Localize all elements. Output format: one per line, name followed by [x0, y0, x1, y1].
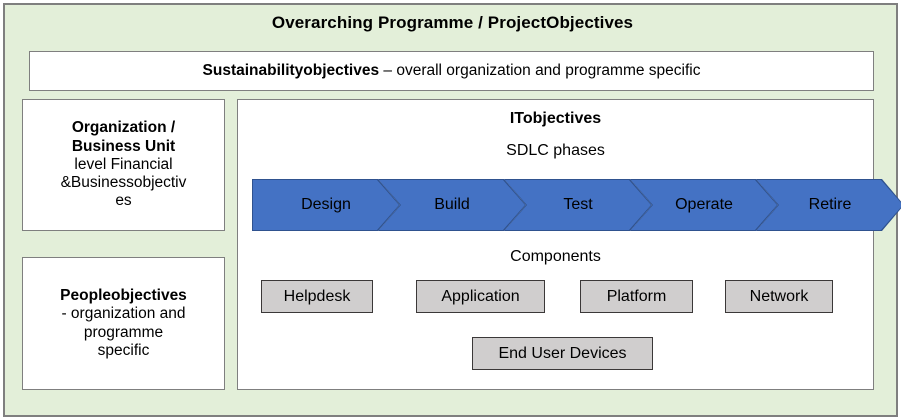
it-objectives-title: ITobjectives	[509, 110, 602, 127]
it-objectives-panel: ITobjectives SDLC phases Design Build	[237, 99, 874, 390]
people-title-line-1: Peopleobjectives	[60, 286, 187, 304]
org-title-line-1: Organization /	[71, 119, 176, 137]
component-application[interactable]: Application	[416, 280, 545, 313]
component-label: End User Devices	[498, 344, 627, 362]
component-network[interactable]: Network	[725, 280, 833, 313]
sdlc-phase-design[interactable]: Design	[252, 179, 400, 231]
people-body-line-3: specific	[97, 341, 150, 359]
org-body-line-2: &Businessobjectiv	[60, 174, 187, 192]
component-platform[interactable]: Platform	[580, 280, 693, 313]
people-objectives-box: Peopleobjectives - organization and prog…	[22, 257, 225, 390]
component-label: Helpdesk	[283, 287, 351, 305]
component-end-user-devices[interactable]: End User Devices	[472, 337, 653, 370]
sustainability-objectives-box: Sustainabilityobjectives – overall organ…	[29, 51, 874, 91]
sustainability-objectives-bold: Sustainabilityobjectives	[202, 62, 380, 79]
organization-business-unit-box: Organization / Business Unit level Finan…	[22, 99, 225, 231]
sustainability-objectives-text: Sustainabilityobjectives – overall organ…	[203, 62, 701, 80]
org-title-line-2: Business Unit	[71, 137, 176, 155]
sdlc-phase-label: Build	[434, 196, 470, 213]
sustainability-objectives-rest: – overall organization and programme spe…	[379, 62, 701, 79]
sdlc-phase-label: Test	[563, 196, 593, 213]
sdlc-phase-retire[interactable]: Retire	[756, 179, 901, 231]
sdlc-phase-label: Operate	[675, 196, 733, 213]
component-label: Application	[441, 287, 520, 305]
sdlc-phase-label: Design	[301, 196, 351, 213]
components-label: Components	[510, 248, 601, 265]
people-body-line-1: - organization and	[61, 305, 186, 323]
org-body-line-3: es	[115, 192, 132, 210]
page-title: Overarching Programme / ProjectObjective…	[271, 13, 634, 32]
org-body-line-1: level Financial	[74, 155, 173, 173]
people-body-line-2: programme	[83, 323, 164, 341]
sdlc-phases-label: SDLC phases	[506, 142, 605, 159]
outer-frame: Overarching Programme / ProjectObjective…	[3, 3, 898, 417]
sdlc-phase-chevron-band: Design Build Test	[252, 179, 872, 231]
component-label: Platform	[606, 287, 667, 305]
component-label: Network	[749, 287, 809, 305]
sdlc-phase-label: Retire	[808, 196, 852, 213]
component-helpdesk[interactable]: Helpdesk	[261, 280, 373, 313]
